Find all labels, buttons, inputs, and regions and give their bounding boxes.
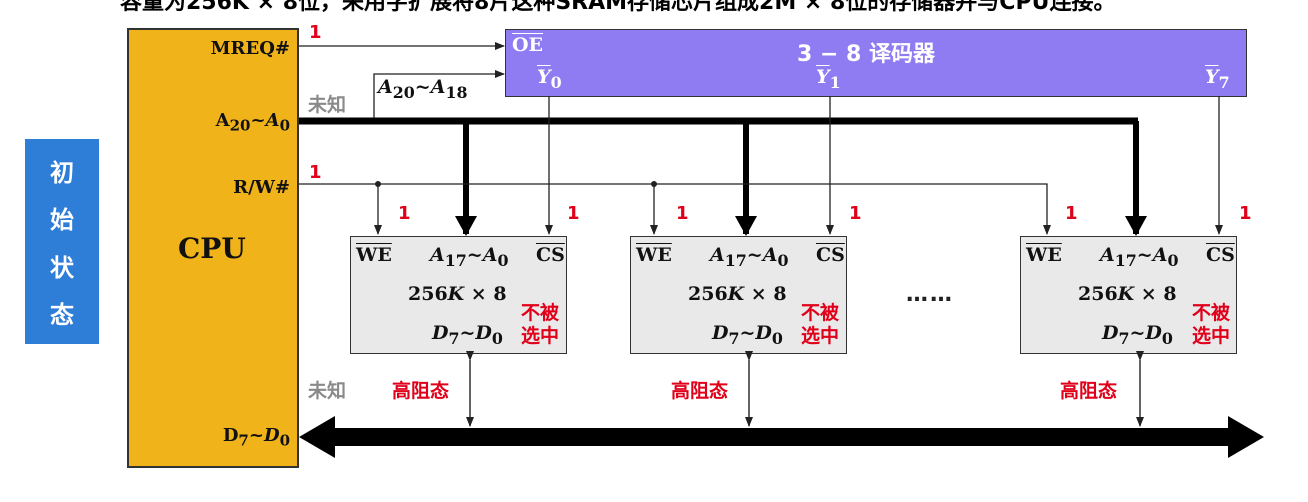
pin-addr: A20~A0 [215,110,290,135]
data-bus [299,416,1264,458]
chip-addr-pin: A17~A0 [1100,244,1179,270]
chip-cs-pin: CS [536,244,565,266]
decoder-output-y1: Y1 [816,66,841,92]
mreq-value: 1 [309,22,322,43]
chip-addr-pin: A17~A0 [430,244,509,270]
chip-cs-value: 1 [567,203,580,224]
decoder-block [505,29,1247,97]
chip-cs-pin: CS [1206,244,1235,266]
chip-we-value: 1 [1065,203,1078,224]
chip-capacity: 256K × 8 [408,283,507,305]
chip-capacity: 256K × 8 [1078,283,1177,305]
decoder-input-label: A20~A18 [378,76,468,102]
chip-bus-state: 高阻态 [392,380,450,402]
chip-bus-state: 高阻态 [1060,380,1118,402]
state-char: 状 [50,253,74,282]
chip-we-pin: WE [1026,244,1062,266]
decoder-output-y7: Y7 [1205,66,1230,92]
cpu-block [127,28,299,468]
chip-we-pin: WE [356,244,392,266]
more-chips-ellipsis: …… [906,282,954,307]
chip-we-value: 1 [676,203,689,224]
pin-mreq: MREQ# [210,38,290,59]
memory-chip-2 [630,236,847,354]
chip-status: 不被选中 [801,302,840,347]
chip-data-pin: D7~D0 [712,322,783,348]
chip-addr-pin: A17~A0 [710,244,789,270]
chip-status: 不被选中 [521,302,560,347]
decoder-input-line [373,70,505,121]
addr-unknown-label: 未知 [308,94,347,116]
chip-status: 不被选中 [1192,302,1231,347]
decoder-label: 3 − 8 译码器 [797,42,936,67]
rw-value: 1 [309,162,322,183]
chip-cs-pin: CS [816,244,845,266]
chip-cs-value: 1 [1239,203,1252,224]
pin-rw: R/W# [233,177,290,198]
memory-chip-1 [350,236,567,354]
data-unknown-label: 未知 [308,380,347,402]
memory-chip-8 [1020,236,1237,354]
chip-we-value: 1 [398,203,411,224]
pin-data: D7~D0 [222,425,290,450]
decoder-output-y0: Y0 [537,66,562,92]
state-char: 初 [50,159,74,188]
rw-line [299,183,1051,235]
cpu-label: CPU [178,232,246,265]
state-label: 初 始 状 态 [25,139,99,344]
chip-data-pin: D7~D0 [432,322,503,348]
chip-cs-value: 1 [849,203,862,224]
chip-data-pin: D7~D0 [1102,322,1173,348]
chip-capacity: 256K × 8 [688,283,787,305]
page-title: 容量为256K × 8位，采用字扩展将8片这种SRAM存储芯片组成2M × 8位… [120,0,1116,15]
state-char: 态 [50,300,74,329]
chip-we-pin: WE [636,244,672,266]
chip-bus-state: 高阻态 [671,380,729,402]
state-char: 始 [50,206,74,235]
decoder-enable-pin: OE [512,34,544,56]
